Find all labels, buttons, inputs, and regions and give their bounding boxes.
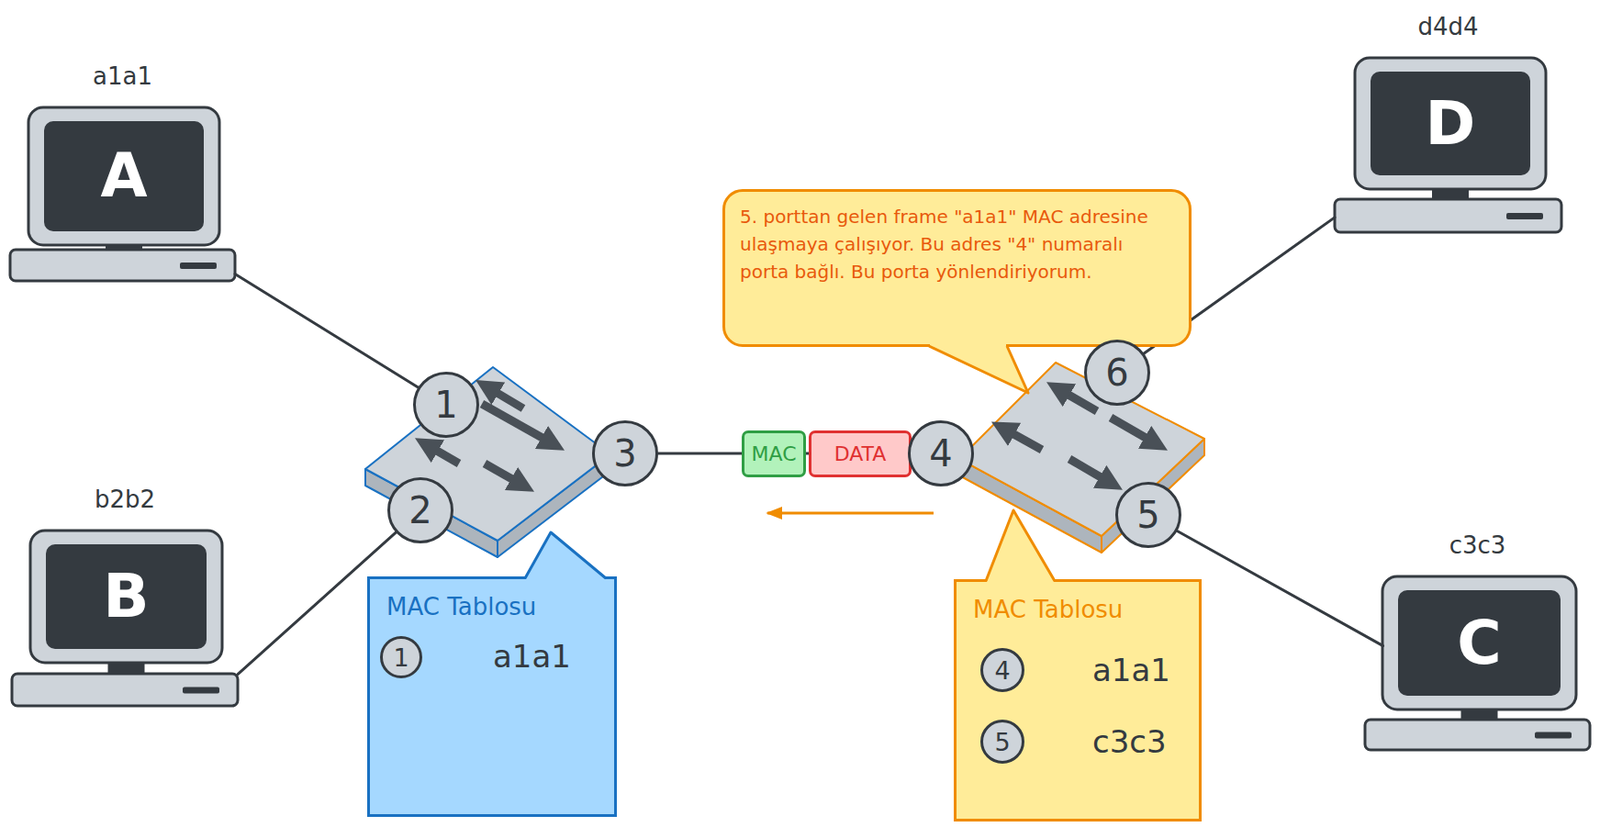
table-entry: a1a1 (1092, 651, 1171, 689)
mac-table: MAC Tablosu 1 a1a1 (367, 576, 617, 817)
mac-address: d4d4 (1334, 11, 1562, 42)
mac-table: MAC Tablosu 4 5 a1a1 c3c3 (953, 579, 1202, 822)
drive-slot (179, 262, 217, 269)
node-label: 1 (392, 645, 409, 671)
node-label: 4 (928, 435, 952, 472)
drive-slot (1506, 212, 1544, 220)
computer-base (10, 249, 235, 281)
computer-letter: C (1382, 576, 1577, 710)
drive-slot (1534, 732, 1572, 739)
speech-bubble: 5. porttan gelen frame "a1a1" MAC adresi… (722, 189, 1192, 347)
callout-text: 5. porttan gelen frame "a1a1" MAC adresi… (739, 202, 1175, 286)
drive-slot (182, 687, 220, 694)
computer: b2b2B (11, 530, 238, 706)
monitor (30, 530, 223, 663)
node-label: 4 (994, 658, 1010, 683)
port-circle: 4 (980, 648, 1025, 693)
table-title: MAC Tablosu (386, 592, 537, 622)
frame-header: MAC (741, 430, 806, 478)
computer-base (1365, 719, 1590, 750)
switch-left (365, 367, 611, 558)
node-label: MAC (750, 442, 796, 466)
node-label: 6 (1105, 354, 1129, 392)
monitor-neck (1461, 707, 1499, 722)
node-label: 3 (613, 435, 637, 472)
computer-icons (10, 57, 1590, 750)
port-circle: 5 (980, 719, 1025, 764)
node-label: 1 (434, 386, 458, 424)
wire (1176, 531, 1383, 647)
mac-address: c3c3 (1365, 530, 1590, 560)
computer-letter: D (1354, 57, 1546, 190)
monitor-neck (108, 660, 146, 676)
switch-right (959, 362, 1205, 553)
computer-letter: A (28, 107, 220, 246)
table-entry: a1a1 (492, 637, 571, 675)
node-label: 5 (994, 729, 1010, 755)
port-circle: 1 (380, 636, 423, 679)
mac-address: a1a1 (10, 61, 235, 91)
node-label: 5 (1136, 496, 1160, 534)
computer: d4d4D (1334, 57, 1562, 233)
monitor-neck (1432, 187, 1469, 202)
port-circle: 1 (413, 371, 480, 438)
table-tail (985, 510, 1055, 587)
switch-arrows (1000, 387, 1159, 485)
port-circle: 4 (907, 420, 974, 487)
port-circle: 6 (1084, 339, 1151, 406)
frame-data: DATA (808, 430, 912, 478)
table-title: MAC Tablosu (973, 594, 1123, 625)
port-circle: 3 (592, 420, 659, 487)
node-label: 2 (408, 492, 432, 529)
computer-letter: B (30, 530, 223, 663)
computer: c3c3C (1365, 576, 1590, 750)
monitor (28, 107, 220, 246)
wire (234, 273, 418, 388)
direction-arrow (767, 512, 934, 515)
computer-base (11, 673, 238, 706)
callout-tail (928, 340, 1029, 393)
port-circle: 2 (387, 477, 454, 544)
monitor (1382, 576, 1577, 710)
node-label: DATA (834, 442, 887, 466)
monitor (1354, 57, 1546, 190)
computer: a1a1A (10, 107, 235, 281)
mac-address: b2b2 (11, 484, 238, 515)
table-entry: c3c3 (1092, 723, 1167, 761)
port-circle: 5 (1115, 481, 1182, 549)
monitor-neck (105, 243, 143, 252)
computer-base (1334, 199, 1562, 233)
